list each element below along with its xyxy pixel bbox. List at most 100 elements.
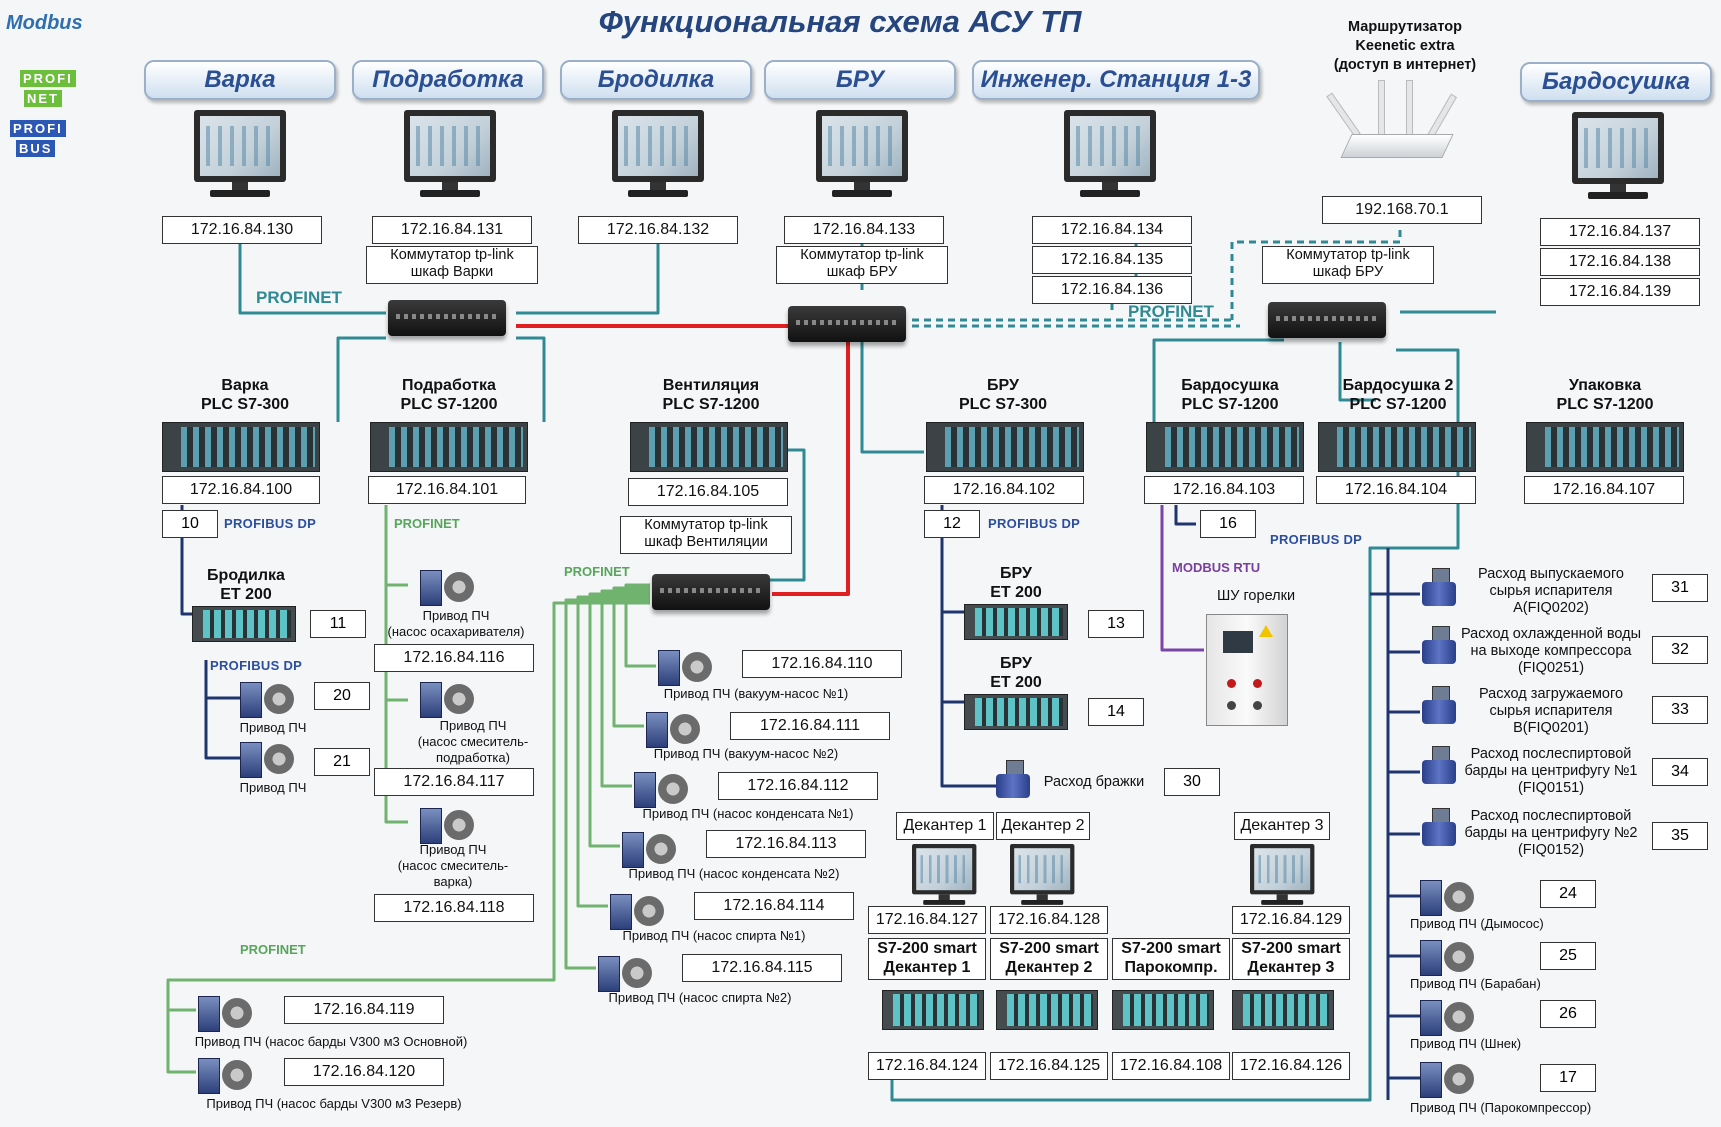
decanter-tab-3[interactable]: Декантер 3 xyxy=(1234,812,1330,840)
drive-label-bard-3: Привод ПЧ (Шнек) xyxy=(1410,1036,1522,1051)
profinet-label-vent: PROFINET xyxy=(564,564,630,579)
hmi-monitor-decanter-3[interactable] xyxy=(1250,844,1315,906)
tab-brodilka[interactable]: Бродилка xyxy=(560,60,752,100)
link-hmi-brodilka xyxy=(516,243,660,315)
page-title: Функциональная схема АСУ ТП xyxy=(598,4,1082,39)
decanter-tab-1[interactable]: Декантер 1 xyxy=(896,812,994,840)
switch-label-vent: Коммутатор tp-link шкаф Вентиляции xyxy=(620,516,792,554)
hmi-monitor-decanter-1[interactable] xyxy=(912,844,977,906)
hmi-monitor-eng[interactable] xyxy=(1064,110,1156,198)
drive-label-vent-5: Привод ПЧ (насос спирта №1) xyxy=(622,928,806,943)
plc-rack-varka[interactable] xyxy=(162,422,320,472)
hmi-ip-bard2: 172.16.84.138 xyxy=(1540,248,1700,276)
drive-icon-vent-2 xyxy=(646,710,700,750)
drive-icon-podr-1 xyxy=(420,568,474,608)
tab-eng-station[interactable]: Инженер. Станция 1-3 xyxy=(972,60,1260,100)
pn-podr-drives xyxy=(384,505,408,824)
et-addr-bru-2: 14 xyxy=(1088,698,1144,726)
et-rack-bru-1[interactable] xyxy=(964,604,1068,640)
dp-addr-bard: 16 xyxy=(1200,510,1256,538)
decanter-plc-rack-2[interactable] xyxy=(996,990,1098,1030)
et-rack-brodilka[interactable] xyxy=(192,606,296,642)
drive-label-vent-3: Привод ПЧ (насос конденсата №1) xyxy=(642,806,854,821)
decanter-plc-ip-4: 172.16.84.126 xyxy=(1232,1052,1350,1080)
link-plc-vent xyxy=(770,448,806,582)
burner-cabinet[interactable] xyxy=(1206,614,1288,726)
hmi-ip-bru: 172.16.84.133 xyxy=(784,216,944,244)
plc-name-pack: Упаковка PLC S7-1200 xyxy=(1556,377,1654,413)
link-plc-podr xyxy=(516,336,546,422)
drive-addr-brodilka-1: 20 xyxy=(314,682,370,710)
plc-rack-bard2[interactable] xyxy=(1318,422,1476,472)
drive-ip-vent-2: 172.16.84.111 xyxy=(730,712,890,740)
flowmeter-icon-2 xyxy=(1422,626,1456,670)
switch-varka[interactable] xyxy=(388,300,506,336)
drive-ip-vent-6: 172.16.84.115 xyxy=(682,954,842,982)
plc-name-podr: Подработка PLC S7-1200 xyxy=(400,377,498,413)
plc-rack-podr[interactable] xyxy=(370,422,528,472)
decanter-hmi-ip-2: 172.16.84.128 xyxy=(990,906,1108,934)
drive-icon-barda-2 xyxy=(198,1056,252,1096)
pn-vent-1 xyxy=(624,583,656,668)
pn-barda xyxy=(166,601,650,1074)
hmi-ip-bard1: 172.16.84.137 xyxy=(1540,218,1700,246)
hmi-monitor-varka[interactable] xyxy=(194,110,286,198)
switch-bard[interactable] xyxy=(1268,302,1386,338)
flowmeter-addr-5: 35 xyxy=(1652,822,1708,850)
tab-varka[interactable]: Варка xyxy=(144,60,336,100)
plc-rack-bard1[interactable] xyxy=(1146,422,1304,472)
drive-icon-podr-3 xyxy=(420,806,474,846)
tab-bru[interactable]: БРУ xyxy=(764,60,956,100)
hmi-monitor-podrabotka[interactable] xyxy=(404,110,496,198)
dp-bru xyxy=(940,505,996,788)
drive-icon-vent-5 xyxy=(610,892,664,932)
hmi-monitor-brodilka[interactable] xyxy=(612,110,704,198)
dp-addr-bru: 12 xyxy=(924,510,980,538)
plc-rack-vent[interactable] xyxy=(630,422,788,472)
plc-name-bru: БРУ PLC S7-300 xyxy=(958,377,1048,413)
switch-bru[interactable] xyxy=(788,306,906,342)
et-rack-bru-2[interactable] xyxy=(964,694,1068,730)
decanter-tab-2[interactable]: Декантер 2 xyxy=(996,812,1090,840)
decanter-plc-name-4: S7-200 smart Декантер 3 xyxy=(1232,938,1350,980)
decanter-hmi-ip-3: 172.16.84.129 xyxy=(1232,906,1350,934)
switch-label-bru: Коммутатор tp-link шкаф БРУ xyxy=(776,246,948,284)
switch-vent[interactable] xyxy=(652,574,770,610)
switch-label-bard: Коммутатор tp-link шкаф БРУ xyxy=(1262,246,1434,284)
hmi-monitor-bardosushka[interactable] xyxy=(1572,112,1664,200)
flowmeter-label-3: Расход загружаемого сырья испарителя В(F… xyxy=(1478,686,1624,736)
hmi-monitor-bru[interactable] xyxy=(816,110,908,198)
link-plc-bard2 xyxy=(1338,342,1376,402)
decanter-plc-rack-3[interactable] xyxy=(1112,990,1214,1030)
flowmeter-label-5: Расход послеспиртовой барды на центрифуг… xyxy=(1464,808,1638,858)
decanter-plc-name-1: S7-200 smart Декантер 1 xyxy=(868,938,986,980)
profibus-label-brodilka: PROFIBUS DP xyxy=(210,658,303,673)
decanter-plc-rack-4[interactable] xyxy=(1232,990,1334,1030)
tab-podrabotka[interactable]: Подработка xyxy=(352,60,544,100)
hmi-monitor-decanter-2[interactable] xyxy=(1010,844,1075,906)
hmi-ip-bard3: 172.16.84.139 xyxy=(1540,278,1700,306)
dp-bard-bus xyxy=(1370,548,1390,1100)
hmi-ip-eng3: 172.16.84.136 xyxy=(1032,276,1192,304)
flowmeter-label-4: Расход послеспиртовой барды на центрифуг… xyxy=(1464,746,1638,796)
hmi-ip-podrabotka: 172.16.84.131 xyxy=(372,216,532,244)
plc-rack-bru[interactable] xyxy=(926,422,1084,472)
pn-vent-3 xyxy=(600,589,650,788)
drive-label-bard-2: Привод ПЧ (Барабан) xyxy=(1410,976,1541,991)
router-ip: 192.168.70.1 xyxy=(1322,196,1482,224)
et-name-bru-2: БРУ ET 200 xyxy=(990,655,1042,691)
drive-icon-brodilka-2 xyxy=(240,740,294,780)
dp-brodilka xyxy=(204,660,240,760)
plc-ip-bard1: 172.16.84.103 xyxy=(1144,476,1304,504)
plc-name-bard2: Бардосушка 2 PLC S7-1200 xyxy=(1342,377,1454,413)
drive-icon-podr-2 xyxy=(420,680,474,720)
plc-name-vent: Вентиляция PLC S7-1200 xyxy=(662,377,760,413)
drive-label-vent-2: Привод ПЧ (вакуум-насос №2) xyxy=(653,746,839,761)
flowmeter-icon-brazhka xyxy=(996,760,1030,804)
hmi-ip-eng2: 172.16.84.135 xyxy=(1032,246,1192,274)
plc-name-varka: Варка PLC S7-300 xyxy=(200,377,290,413)
plc-rack-pack[interactable] xyxy=(1526,422,1684,472)
decanter-plc-rack-1[interactable] xyxy=(882,990,984,1030)
tab-bardosushka[interactable]: Бардосушка xyxy=(1520,62,1712,102)
